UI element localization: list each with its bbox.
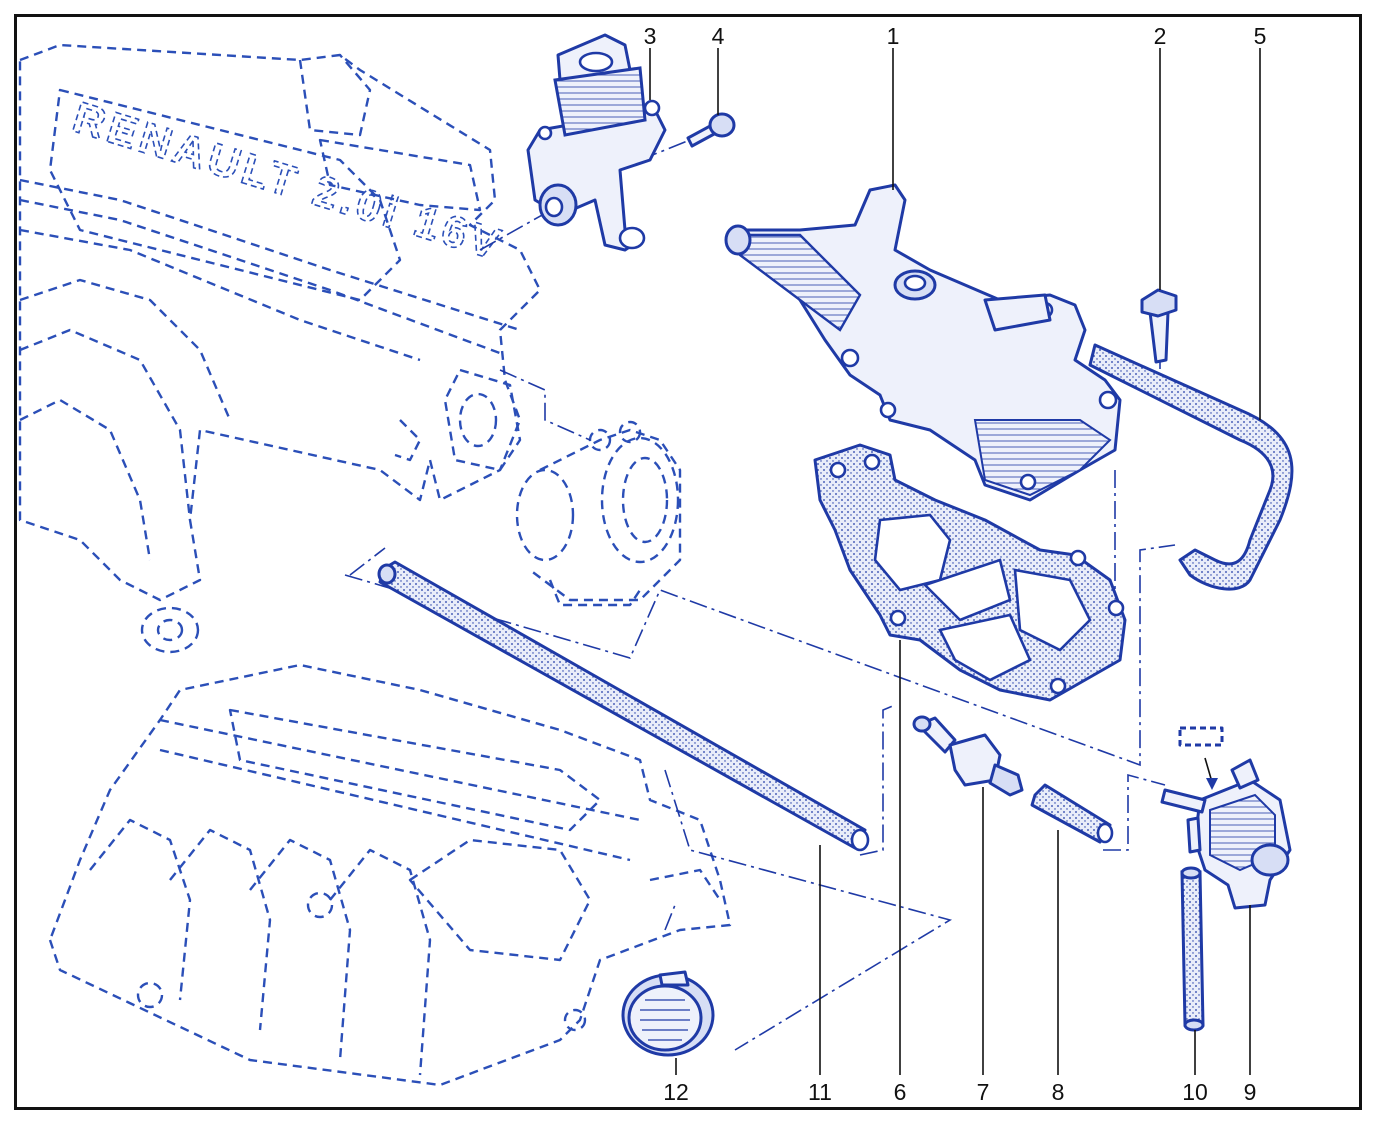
diagram-frame: [14, 14, 1362, 1110]
part-number-labels: 3 4 1 2 5 12 11 6 7 8 10 9: [644, 23, 1267, 1105]
part-9-solenoid: [1160, 726, 1292, 910]
part-4-screw: [686, 112, 736, 148]
label-part-6: 6: [894, 1079, 907, 1105]
part-3-idle-control-valve: [526, 33, 667, 252]
label-part-11: 11: [808, 1079, 832, 1105]
part-12-cap: [621, 970, 715, 1057]
part-11-pipe: [377, 560, 870, 852]
label-part-12: 12: [663, 1079, 689, 1105]
part-2-bolt: [1140, 288, 1178, 364]
part-10-vertical-hose: [1180, 866, 1205, 1032]
label-part-4: 4: [712, 23, 725, 49]
label-part-2: 2: [1154, 23, 1167, 49]
ghost-upper-manifold: RENAULT 2.0i 16V: [18, 43, 542, 654]
label-part-1: 1: [887, 23, 900, 49]
label-part-7: 7: [977, 1079, 990, 1105]
label-part-9: 9: [1244, 1079, 1257, 1105]
label-part-8: 8: [1052, 1079, 1065, 1105]
label-part-3: 3: [644, 23, 657, 49]
label-part-10: 10: [1182, 1079, 1208, 1105]
part-1-housing: [724, 183, 1122, 502]
label-part-5: 5: [1254, 23, 1267, 49]
part-7-valve: [912, 715, 1024, 797]
part-5-hose: [1088, 343, 1294, 591]
part-6-gasket: [813, 443, 1127, 702]
ghost-lower-manifold: [48, 663, 732, 1087]
ghost-throttle-body: [515, 420, 682, 607]
part-8-short-hose: [1030, 783, 1114, 844]
leader-lines: [649, 48, 1261, 1075]
